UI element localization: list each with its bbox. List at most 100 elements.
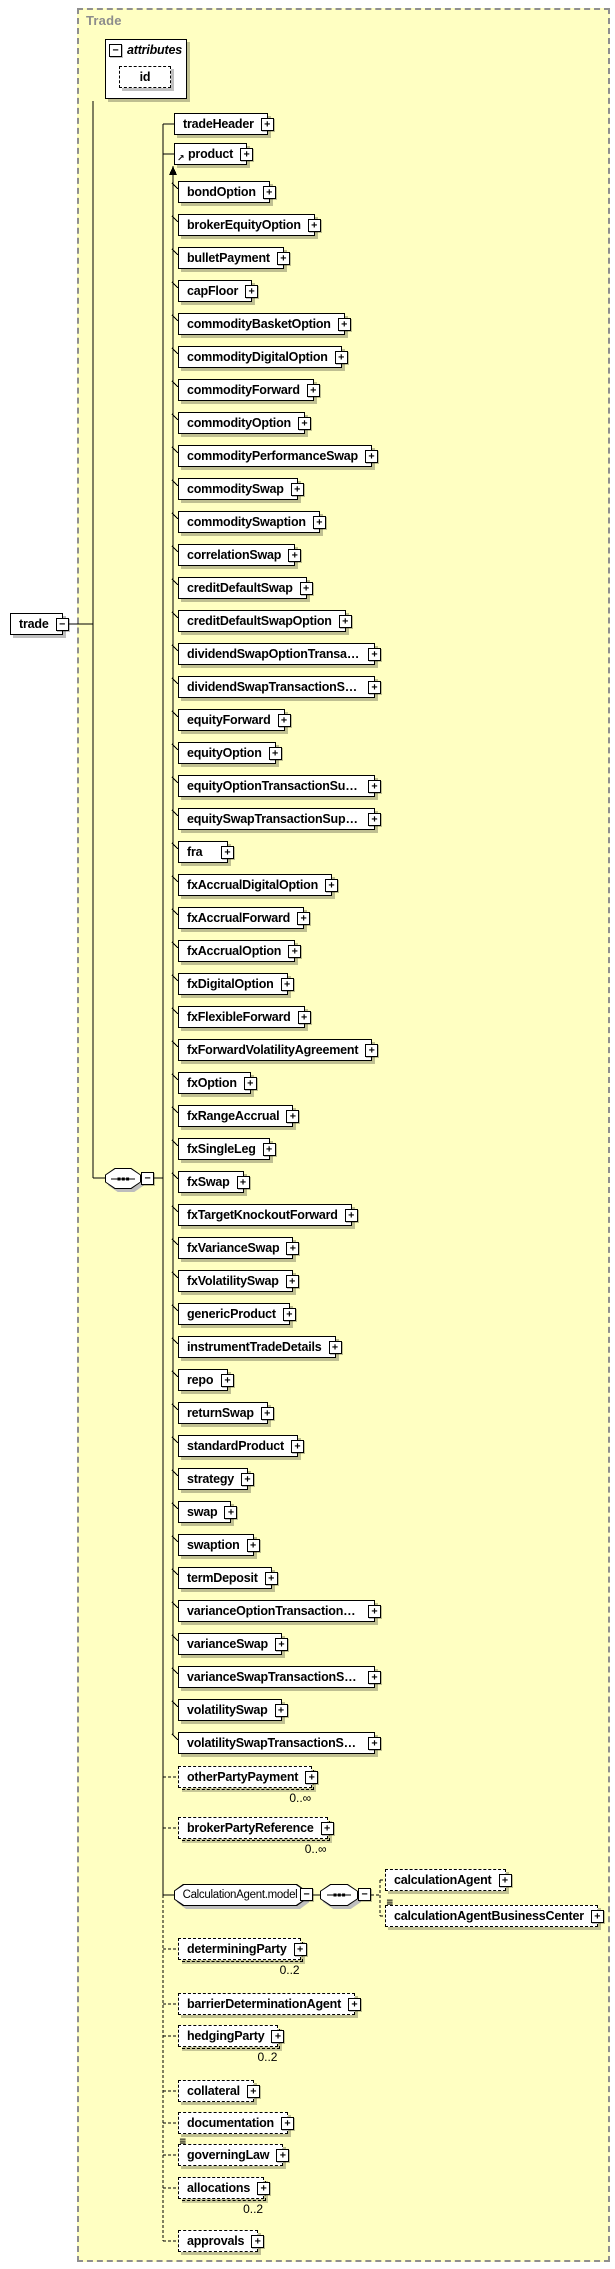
element-box[interactable]: varianceSwap+ bbox=[178, 1633, 288, 1655]
expand-toggle[interactable]: + bbox=[257, 2181, 271, 2195]
element-box[interactable]: commodityForward+ bbox=[178, 379, 320, 401]
expand-toggle[interactable]: + bbox=[368, 779, 381, 793]
collapse-toggle[interactable]: − bbox=[141, 1172, 154, 1185]
expand-toggle[interactable]: + bbox=[320, 1821, 334, 1835]
element-box[interactable]: barrierDeterminationAgent+ bbox=[178, 1993, 362, 2015]
expand-toggle[interactable]: + bbox=[260, 117, 274, 131]
element-box[interactable]: commoditySwaption+ bbox=[178, 511, 326, 533]
element-box[interactable]: commodityPerformanceSwap+ bbox=[178, 445, 378, 467]
element-box[interactable]: strategy+ bbox=[178, 1468, 255, 1490]
sequence-connector-icon[interactable] bbox=[105, 1168, 141, 1189]
element-box[interactable]: fra+ bbox=[178, 841, 234, 863]
trade-root-element-box[interactable]: trade − bbox=[10, 613, 69, 635]
element-box[interactable]: capFloor+ bbox=[178, 280, 259, 302]
element-box[interactable]: brokerEquityOption+ bbox=[178, 214, 321, 236]
expand-toggle[interactable]: + bbox=[243, 1076, 257, 1090]
element-box[interactable]: genericProduct+ bbox=[178, 1303, 296, 1325]
element-box[interactable]: fxAccrualOption+ bbox=[178, 940, 302, 962]
expand-toggle[interactable]: + bbox=[280, 977, 294, 991]
element-box[interactable]: repo+ bbox=[178, 1369, 234, 1391]
element-box[interactable]: fxVolatilitySwap+ bbox=[178, 1270, 299, 1292]
element-box[interactable]: bulletPayment+ bbox=[178, 247, 290, 269]
expand-toggle[interactable]: + bbox=[276, 251, 290, 265]
element-box[interactable]: brokerPartyReference+0..∞ bbox=[178, 1817, 334, 1856]
expand-toggle[interactable]: + bbox=[221, 845, 234, 859]
element-box[interactable]: commodityOption+ bbox=[178, 412, 311, 434]
expand-toggle[interactable]: + bbox=[368, 812, 381, 826]
element-box[interactable]: fxOption+ bbox=[178, 1072, 257, 1094]
expand-toggle[interactable]: + bbox=[368, 647, 381, 661]
element-box[interactable]: termDeposit+ bbox=[178, 1567, 278, 1589]
expand-toggle[interactable]: + bbox=[245, 284, 259, 298]
element-box[interactable]: equityOptionTransactionSupple...+ bbox=[178, 775, 381, 797]
expand-toggle[interactable]: + bbox=[246, 2084, 260, 2098]
expand-toggle[interactable]: + bbox=[297, 416, 311, 430]
expand-toggle[interactable]: + bbox=[260, 1406, 274, 1420]
collapse-toggle[interactable]: − bbox=[300, 1888, 313, 1901]
element-box[interactable]: fxRangeAccrual+ bbox=[178, 1105, 300, 1127]
element-box[interactable]: swaption+ bbox=[178, 1534, 260, 1556]
element-box[interactable]: ≡governingLaw+ bbox=[178, 2138, 290, 2166]
element-box[interactable]: volatilitySwapTransactionSuppl...+ bbox=[178, 1732, 381, 1754]
expand-toggle[interactable]: + bbox=[262, 1142, 276, 1156]
element-box[interactable]: ↗product+ bbox=[174, 143, 254, 165]
expand-toggle[interactable]: + bbox=[236, 1175, 250, 1189]
element-box[interactable]: fxForwardVolatilityAgreement+ bbox=[178, 1039, 379, 1061]
expand-toggle[interactable]: + bbox=[590, 1909, 604, 1923]
expand-toggle[interactable]: + bbox=[498, 1873, 512, 1887]
element-box[interactable]: equityForward+ bbox=[178, 709, 291, 731]
expand-toggle[interactable]: + bbox=[328, 1340, 342, 1354]
element-box[interactable]: varianceOptionTransactionSup...+ bbox=[178, 1600, 381, 1622]
expand-toggle[interactable]: + bbox=[264, 1571, 278, 1585]
element-box[interactable]: tradeHeader+ bbox=[174, 113, 274, 135]
expand-toggle[interactable]: + bbox=[293, 1942, 307, 1956]
expand-toggle[interactable]: + bbox=[312, 515, 326, 529]
expand-toggle[interactable]: + bbox=[368, 680, 381, 694]
expand-toggle[interactable]: + bbox=[299, 581, 313, 595]
element-box[interactable]: allocations+0..2 bbox=[178, 2177, 271, 2216]
element-box[interactable]: varianceSwapTransactionSuppl...+ bbox=[178, 1666, 381, 1688]
expand-toggle[interactable]: + bbox=[277, 713, 291, 727]
expand-toggle[interactable]: + bbox=[288, 548, 302, 562]
expand-toggle[interactable]: + bbox=[306, 383, 320, 397]
attribute-box-id[interactable]: id bbox=[119, 66, 171, 88]
expand-toggle[interactable]: + bbox=[274, 1637, 288, 1651]
element-box[interactable]: fxSwap+ bbox=[178, 1171, 250, 1193]
element-box[interactable]: otherPartyPayment+0..∞ bbox=[178, 1766, 319, 1805]
element-box[interactable]: fxAccrualForward+ bbox=[178, 907, 311, 929]
expand-toggle[interactable]: + bbox=[337, 317, 351, 331]
element-box[interactable]: fxAccrualDigitalOption+ bbox=[178, 874, 339, 896]
expand-toggle[interactable]: + bbox=[338, 614, 352, 628]
expand-toggle[interactable]: + bbox=[348, 1997, 362, 2011]
expand-toggle[interactable]: + bbox=[305, 1770, 319, 1784]
element-box[interactable]: fxTargetKnockoutForward+ bbox=[178, 1204, 358, 1226]
expand-toggle[interactable]: + bbox=[297, 1010, 311, 1024]
expand-toggle[interactable]: + bbox=[286, 1109, 300, 1123]
expand-toggle[interactable]: + bbox=[246, 1538, 260, 1552]
expand-toggle[interactable]: + bbox=[334, 350, 348, 364]
element-box[interactable]: ≡calculationAgentBusinessCenter+ bbox=[385, 1899, 604, 1927]
element-box[interactable]: bondOption+ bbox=[178, 181, 276, 203]
element-box[interactable]: collateral+ bbox=[178, 2080, 260, 2102]
element-box[interactable]: calculationAgent+ bbox=[385, 1869, 512, 1891]
element-box[interactable]: volatilitySwap+ bbox=[178, 1699, 288, 1721]
element-box[interactable]: equityOption+ bbox=[178, 742, 282, 764]
collapse-toggle[interactable]: − bbox=[55, 617, 69, 631]
element-box[interactable]: commoditySwap+ bbox=[178, 478, 304, 500]
sequence-connector-icon[interactable] bbox=[320, 1884, 358, 1906]
element-box[interactable]: documentation+ bbox=[178, 2112, 294, 2134]
element-box[interactable]: hedgingParty+0..2 bbox=[178, 2025, 285, 2064]
expand-toggle[interactable]: + bbox=[276, 2148, 290, 2162]
expand-toggle[interactable]: + bbox=[286, 1241, 300, 1255]
element-box[interactable]: correlationSwap+ bbox=[178, 544, 302, 566]
element-box[interactable]: fxVarianceSwap+ bbox=[178, 1237, 300, 1259]
expand-toggle[interactable]: + bbox=[280, 2116, 294, 2130]
element-box[interactable]: approvals+ bbox=[178, 2230, 265, 2252]
expand-toggle[interactable]: + bbox=[290, 482, 304, 496]
element-box[interactable]: creditDefaultSwapOption+ bbox=[178, 610, 352, 632]
expand-toggle[interactable]: + bbox=[291, 1439, 305, 1453]
collapse-toggle[interactable]: − bbox=[109, 43, 122, 57]
expand-toggle[interactable]: + bbox=[288, 944, 302, 958]
expand-toggle[interactable]: + bbox=[240, 147, 254, 161]
expand-toggle[interactable]: + bbox=[307, 218, 321, 232]
